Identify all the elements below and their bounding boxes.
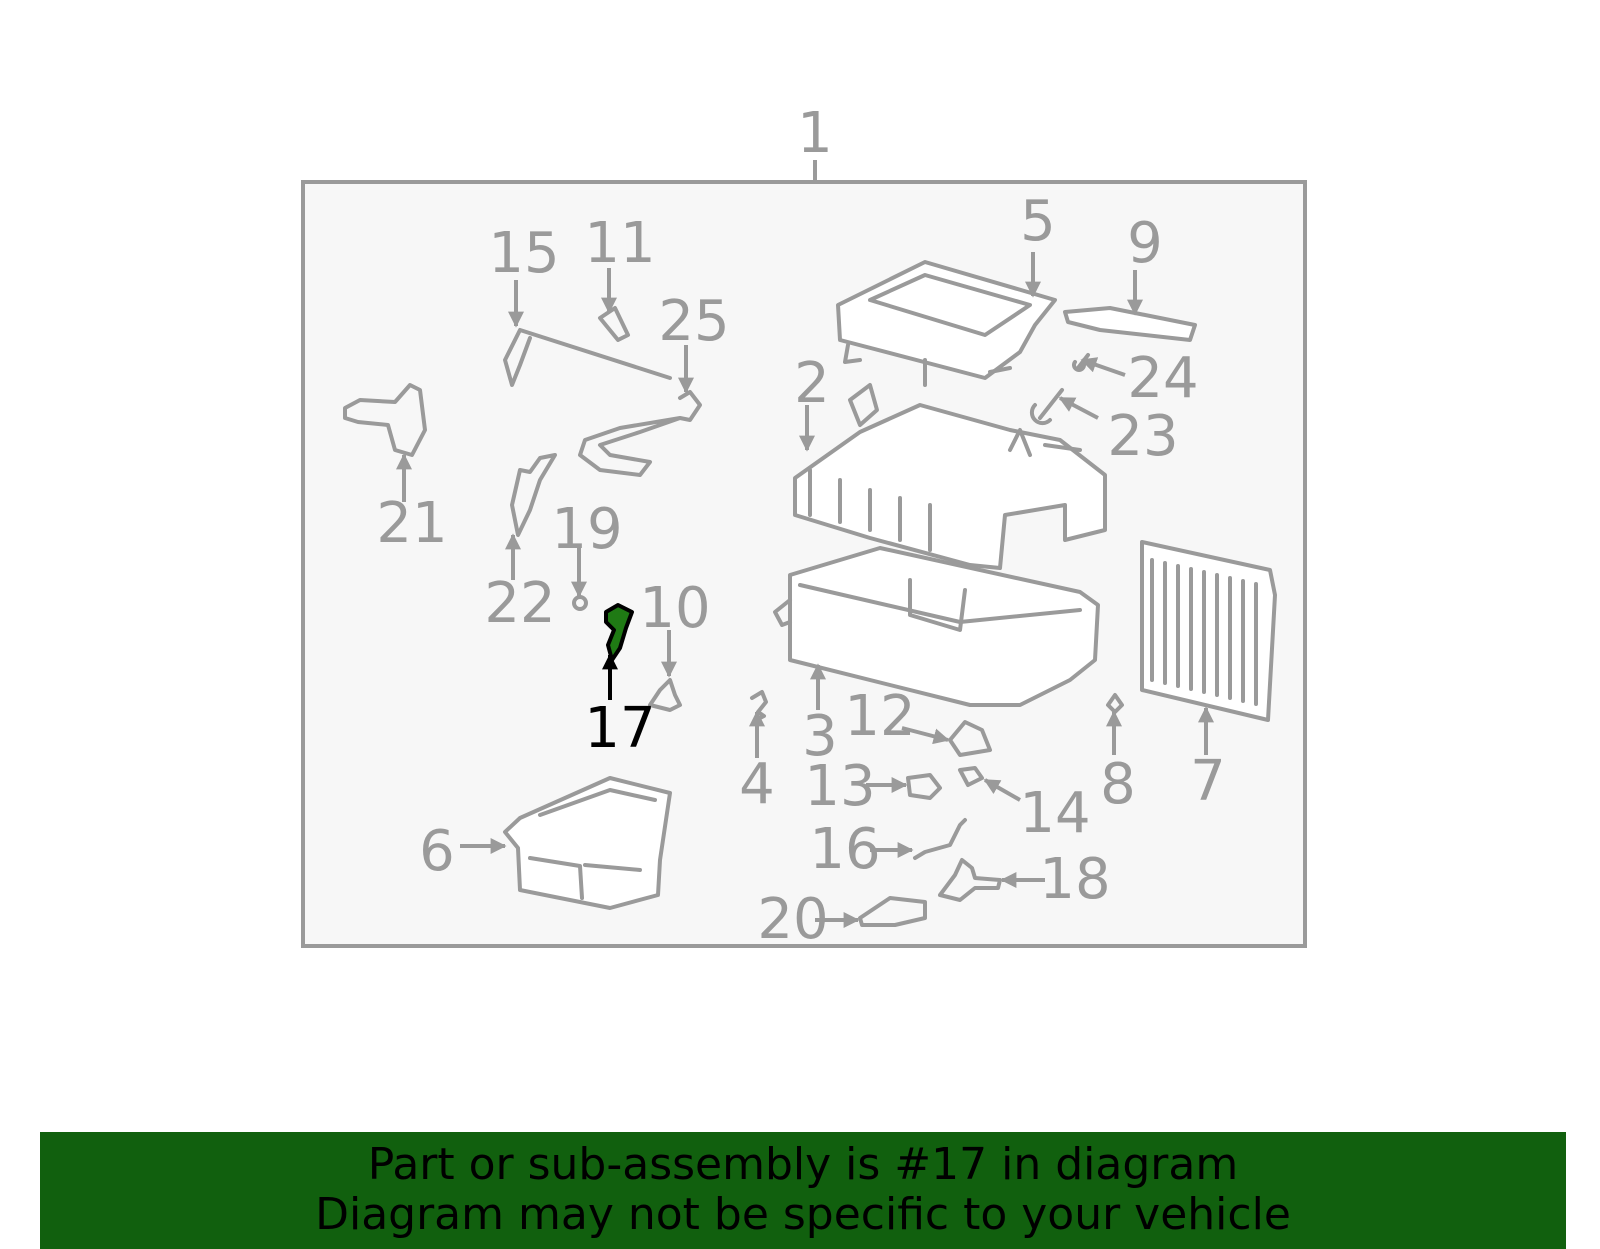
callout-7: 7 xyxy=(1190,749,1226,814)
part-6-blower-case[interactable] xyxy=(503,776,672,910)
part-10-lever[interactable] xyxy=(648,678,682,712)
callout-24: 24 xyxy=(1127,346,1198,411)
callout-4: 4 xyxy=(739,752,775,817)
callout-20: 20 xyxy=(757,887,828,952)
part-3-lower-case[interactable] xyxy=(773,546,1100,707)
part-14-clip[interactable] xyxy=(958,766,984,787)
part-23-actuator[interactable] xyxy=(1029,388,1064,426)
callout-17: 17 xyxy=(584,696,655,761)
parts-diagram: 1 2 3 4 5 6 7 8 9 10 11 12 13 14 15 16 1… xyxy=(301,101,1307,952)
callout-12: 12 xyxy=(844,684,915,749)
callout-18: 18 xyxy=(1039,847,1110,912)
part-info-banner: Part or sub-assembly is #17 in diagram D… xyxy=(40,1132,1566,1249)
part-9-bracket[interactable] xyxy=(1063,306,1197,342)
callout-10: 10 xyxy=(639,576,710,641)
callout-14: 14 xyxy=(1019,781,1090,846)
part-18-bracket[interactable] xyxy=(938,858,1002,902)
callout-21: 21 xyxy=(376,491,447,556)
callout-8: 8 xyxy=(1100,752,1136,817)
callout-6: 6 xyxy=(419,819,455,884)
callout-9: 9 xyxy=(1127,211,1163,276)
callout-22: 22 xyxy=(484,571,555,636)
part-16-rod[interactable] xyxy=(913,818,967,860)
callout-1: 1 xyxy=(797,101,833,166)
part-20-duct[interactable] xyxy=(858,896,927,927)
part-25-pipe[interactable] xyxy=(578,390,702,477)
callout-23: 23 xyxy=(1107,404,1178,469)
callout-25: 25 xyxy=(658,289,729,354)
callout-11: 11 xyxy=(584,211,655,276)
part-22-lever[interactable] xyxy=(510,453,557,537)
part-12-lever[interactable] xyxy=(948,720,992,757)
callout-3: 3 xyxy=(802,704,838,769)
banner-line-2: Diagram may not be specific to your vehi… xyxy=(315,1189,1291,1240)
part-13-cap[interactable] xyxy=(906,773,942,800)
callout-19: 19 xyxy=(551,497,622,562)
part-7-heater-core[interactable] xyxy=(1140,540,1277,722)
callout-13: 13 xyxy=(804,754,875,819)
part-21-actuator[interactable] xyxy=(343,383,427,457)
callout-15: 15 xyxy=(488,221,559,286)
part-8-grommet[interactable] xyxy=(1106,693,1124,714)
callout-2: 2 xyxy=(794,351,830,416)
callout-16: 16 xyxy=(809,817,880,882)
part-5-cover[interactable] xyxy=(836,260,1057,387)
callout-5: 5 xyxy=(1020,189,1056,254)
part-2-upper-case[interactable] xyxy=(793,383,1107,570)
part-15-rod[interactable] xyxy=(503,328,672,387)
banner-line-1: Part or sub-assembly is #17 in diagram xyxy=(367,1139,1239,1190)
